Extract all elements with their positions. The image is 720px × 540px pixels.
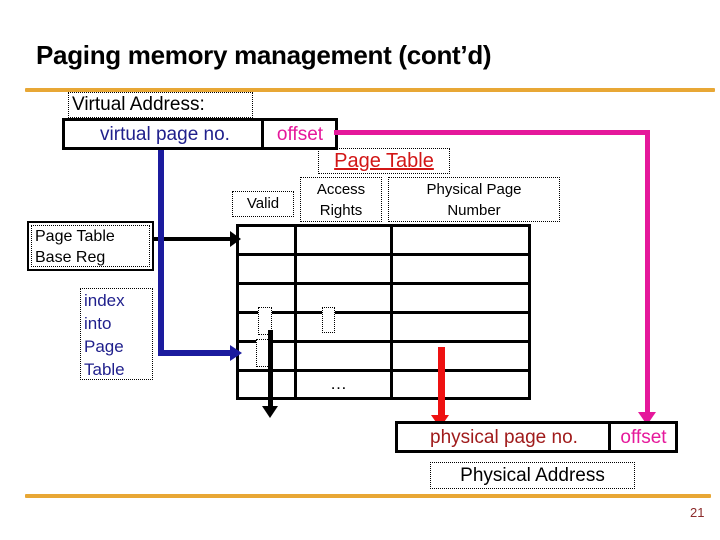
- table-row: [239, 227, 528, 256]
- physical-page-no-field: physical page no.: [430, 427, 578, 448]
- column-header-ppn-line1: Physical Page: [426, 181, 522, 198]
- table-row: [239, 285, 528, 314]
- table-row: [239, 372, 528, 397]
- table-ellipsis: …: [330, 374, 349, 393]
- physical-address-bar: [395, 421, 678, 453]
- page-number: 21: [690, 505, 705, 520]
- table-down-arrowhead-icon: [262, 406, 278, 418]
- virtual-address-bar: [62, 118, 338, 150]
- index-into-page-table-note: index into Page Table: [80, 288, 153, 380]
- index-note-line3: Page: [84, 337, 124, 356]
- table-column-divider-2: [390, 227, 393, 397]
- header-rule: [25, 88, 715, 92]
- offset-connector-vertical: [645, 130, 650, 418]
- placeholder-box: [322, 307, 335, 333]
- table-row: [239, 314, 528, 343]
- column-header-access-rights: Access Rights: [300, 177, 382, 222]
- virtual-address-divider: [261, 121, 264, 147]
- table-row: [239, 343, 528, 372]
- physical-address-label: Physical Address: [430, 462, 635, 489]
- base-reg-arrowhead-icon: [230, 231, 241, 247]
- virtual-offset-field: offset: [276, 124, 324, 145]
- page-table-base-reg-label: Page Table Base Reg: [31, 225, 150, 267]
- column-header-ppn-line2: Number: [447, 202, 501, 219]
- page-title: Paging memory management (cont’d): [36, 40, 492, 70]
- ppn-connector-vertical: [438, 347, 445, 421]
- column-header-valid: Valid: [232, 191, 294, 217]
- physical-offset-field: offset: [620, 427, 667, 448]
- column-header-physical-page-number: Physical Page Number: [388, 177, 560, 222]
- index-note-line1: index: [84, 291, 125, 310]
- virtual-address-label: Virtual Address:: [68, 92, 253, 118]
- table-row: [239, 256, 528, 285]
- table-down-connector-line: [268, 330, 273, 412]
- vpn-arrowhead-icon: [230, 345, 242, 361]
- column-header-access-rights-line1: Access: [316, 181, 366, 198]
- index-note-line4: Table: [84, 360, 125, 379]
- virtual-page-no-field: virtual page no.: [100, 124, 230, 145]
- vpn-connector-vertical: [158, 150, 164, 356]
- index-note-line2: into: [84, 314, 112, 333]
- footer-rule: [25, 494, 711, 498]
- base-reg-connector-line: [152, 237, 238, 241]
- placeholder-box: [258, 307, 272, 335]
- page-table-base-reg-line2: Base Reg: [35, 249, 106, 266]
- table-column-divider-1: [294, 227, 297, 397]
- page-table-base-reg-box: [27, 221, 154, 271]
- offset-connector-horizontal: [334, 130, 650, 135]
- vpn-connector-horizontal: [158, 350, 238, 356]
- page-table-title: Page Table: [318, 148, 450, 174]
- page-table-base-reg-line1: Page Table: [35, 228, 115, 245]
- column-header-access-rights-line2: Rights: [319, 202, 363, 219]
- physical-address-divider: [608, 424, 611, 450]
- page-table-grid: [236, 224, 531, 400]
